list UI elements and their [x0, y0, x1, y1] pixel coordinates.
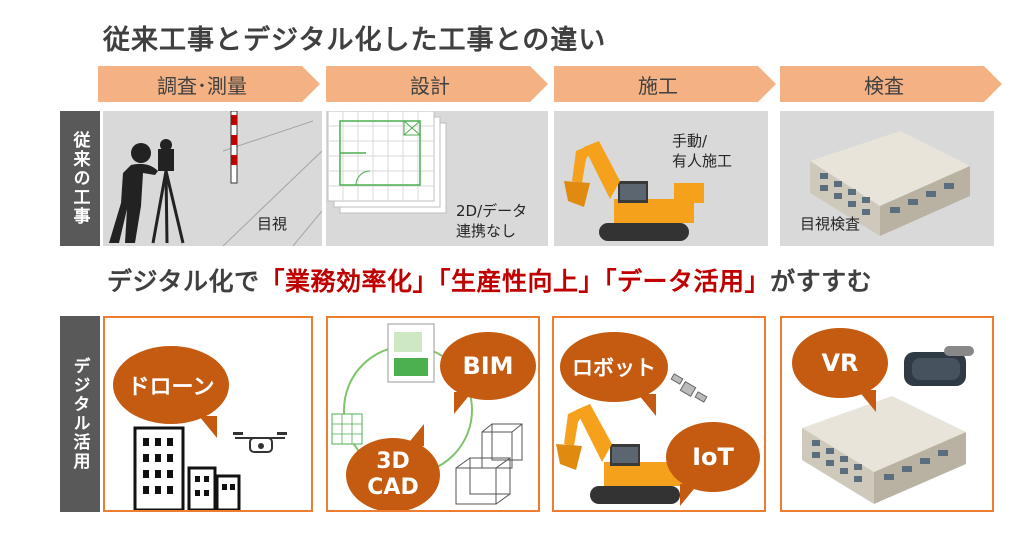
bim-bubble: BIM [440, 332, 536, 414]
drone-bubble: ドローン [113, 346, 229, 438]
traditional-inspection-panel: 目視検査 [780, 111, 994, 246]
design-caption-line1: 2D/データ [456, 202, 528, 220]
survey-caption: 目視 [257, 215, 288, 233]
step-construction-label: 施工 [638, 73, 678, 98]
headline-suffix: がすすむ [770, 267, 873, 296]
step-survey: 調査･測量 [98, 66, 320, 102]
cad-line2: CAD [367, 475, 419, 500]
step-design-label: 設計 [410, 73, 450, 98]
bim-cad-illustration [331, 323, 523, 505]
headline-data-use: 「データ活用」 [604, 267, 771, 296]
traditional-construction-panel: 手動/ 有人施工 [554, 111, 768, 246]
2d-drawing-sheets [327, 111, 447, 214]
digital-construction-panel: ロボット IoT [552, 316, 766, 512]
construction-caption-line1: 手動/ [672, 132, 708, 150]
building-illustration [810, 131, 970, 236]
headline-prefix: デジタル化で [107, 267, 260, 296]
inspection-caption: 目視検査 [800, 215, 861, 233]
drone-city-illustration [133, 426, 287, 510]
iot-bubble: IoT [666, 422, 760, 506]
digital-design-panel: BIM 3D CAD [326, 316, 540, 512]
design-caption: 2D/データ 連携なし [456, 201, 527, 241]
robot-bubble: ロボット [560, 332, 668, 416]
row-label-digital: デジタル活用 [60, 316, 100, 512]
headline: デジタル化で「業務効率化」「生産性向上」「データ活用」がすすむ [107, 262, 872, 298]
vr-bubble: VR [792, 328, 888, 412]
construction-caption: 手動/ 有人施工 [672, 131, 732, 171]
step-inspection-label: 検査 [864, 73, 904, 98]
design-caption-line2: 連携なし [456, 222, 517, 240]
robot-excavator-illustration [556, 373, 708, 504]
step-inspection: 検査 [780, 66, 1002, 102]
headline-productivity: 「生産性向上」 [438, 267, 605, 296]
traditional-design-panel: 2D/データ 連携なし [326, 111, 548, 246]
digital-inspection-panel: VR [780, 316, 994, 512]
surveyor-illustration [109, 111, 322, 246]
cad-line1: 3D [376, 449, 410, 474]
step-survey-label: 調査･測量 [157, 73, 247, 98]
step-construction: 施工 [554, 66, 776, 102]
traditional-survey-panel: 目視 [103, 111, 322, 246]
vr-building-illustration [802, 346, 974, 504]
headline-efficiency: 「業務効率化」 [259, 267, 439, 296]
step-design: 設計 [326, 66, 548, 102]
row-label-traditional: 従来の工事 [60, 111, 100, 246]
cad-bubble: 3D CAD [346, 424, 440, 510]
construction-caption-line2: 有人施工 [672, 152, 733, 170]
excavator-illustration [564, 141, 704, 241]
digital-survey-panel: ドローン [103, 316, 313, 512]
page-title: 従来工事とデジタル化した工事との違い [103, 25, 607, 56]
